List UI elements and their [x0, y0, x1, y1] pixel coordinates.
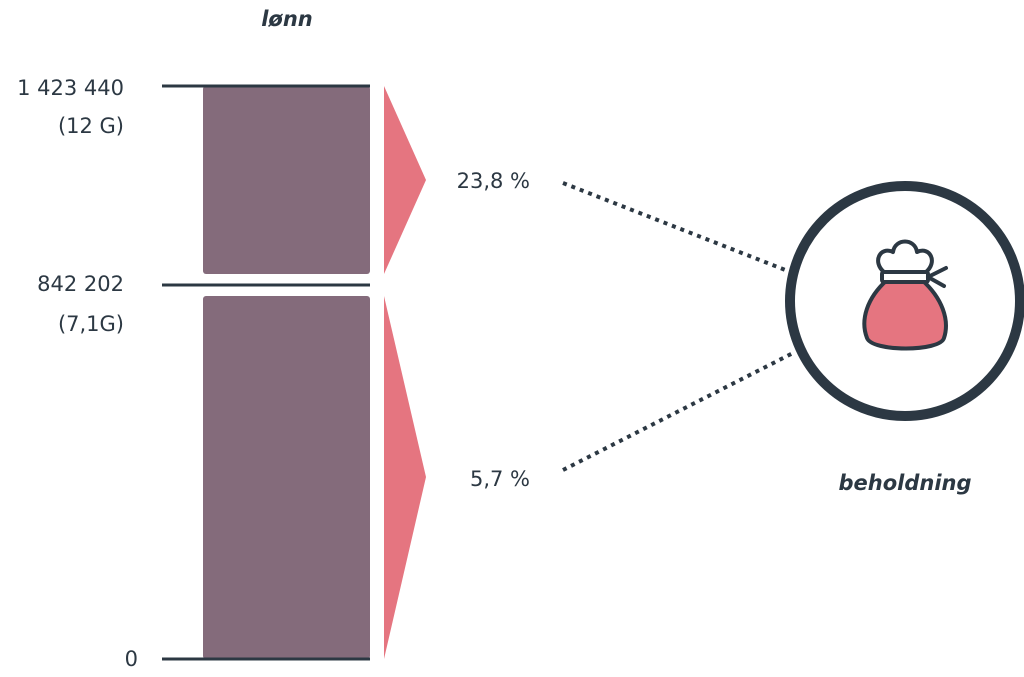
contribution-arrow-lower: [384, 296, 426, 659]
rate-label-upper: 23,8 %: [457, 169, 530, 193]
axis-label-zero: 0: [125, 647, 138, 671]
axis-label-top: 1 423 440: [17, 76, 124, 100]
connector-line-upper: [562, 181, 794, 275]
axis-label-mid: 842 202: [37, 272, 124, 296]
salary-bar-upper: [203, 86, 370, 274]
contribution-arrow-upper: [384, 86, 426, 274]
salary-title: lønn: [261, 7, 313, 31]
connector-line-lower: [562, 350, 796, 472]
axis-sublabel-mid: (7,1G): [58, 312, 124, 336]
rate-label-lower: 5,7 %: [470, 467, 530, 491]
salary-bar-lower: [203, 296, 370, 659]
money-bag-icon: [862, 239, 948, 351]
holding-label: beholdning: [838, 471, 971, 495]
axis-sublabel-top: (12 G): [58, 114, 124, 138]
